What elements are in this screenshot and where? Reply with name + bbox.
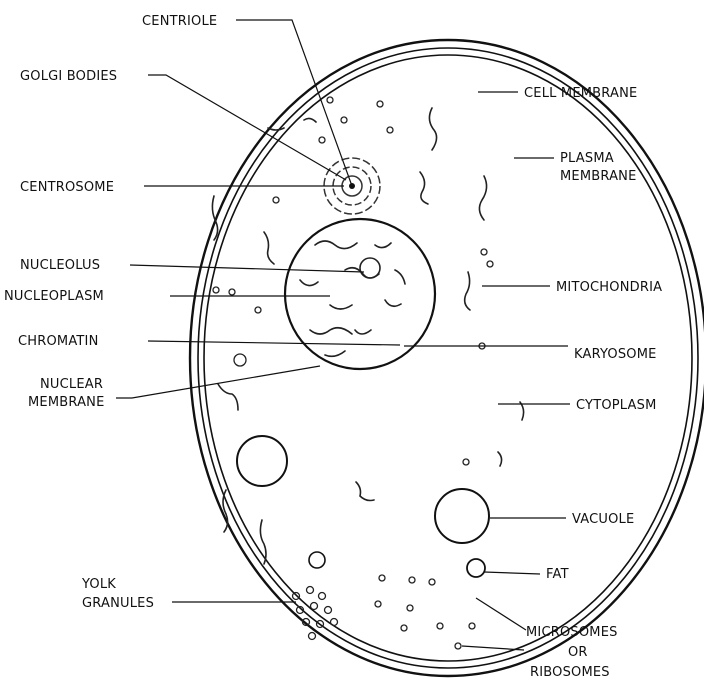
golgi-bodies-leader <box>148 75 346 180</box>
vacuole-right <box>435 489 489 543</box>
granule <box>377 101 383 107</box>
mitochondrion <box>218 384 238 410</box>
label-nucleoplasm: NUCLEOPLASM <box>4 289 104 304</box>
fat-leader <box>484 572 540 574</box>
label-golgi-bodies: GOLGI BODIES <box>20 69 117 84</box>
granule <box>341 117 347 123</box>
label-nuclear-line2: MEMBRANE <box>28 395 105 410</box>
label-fat: FAT <box>546 567 569 582</box>
fat-droplet <box>467 559 485 577</box>
granule <box>319 137 325 143</box>
nucleolus <box>360 258 380 278</box>
yolk-granule <box>319 593 326 600</box>
label-yolk-line1: YOLK <box>81 577 116 592</box>
granule <box>481 249 487 255</box>
granule <box>487 261 493 267</box>
chromatin-strands <box>300 241 405 356</box>
granule <box>407 605 413 611</box>
label-plasma-line1: PLASMA <box>560 151 614 166</box>
mitochondrion <box>429 108 436 150</box>
granule <box>327 97 333 103</box>
label-cytoplasm: CYTOPLASM <box>576 398 657 413</box>
leader-lines <box>116 20 570 650</box>
mitochondrion <box>420 172 428 204</box>
granule <box>429 579 435 585</box>
label-centriole: CENTRIOLE <box>142 14 217 29</box>
label-nucleolus: NUCLEOLUS <box>20 258 100 273</box>
granule <box>387 127 393 133</box>
label-chromatin: CHROMATIN <box>18 334 99 349</box>
mitochondrion <box>479 176 486 220</box>
mitochondrion <box>223 490 228 532</box>
label-karyosome: KARYOSOME <box>574 347 657 362</box>
label-vacuole: VACUOLE <box>572 512 634 527</box>
mitochondrion <box>260 520 266 564</box>
label-microsomes-line3: RIBOSOMES <box>530 665 610 680</box>
granules <box>213 97 493 649</box>
granule <box>469 623 475 629</box>
vacuole-small <box>309 552 325 568</box>
label-plasma-line2: MEMBRANE <box>560 169 637 184</box>
granule <box>437 623 443 629</box>
mitochondria <box>212 108 523 564</box>
vacuole-left <box>237 436 287 486</box>
label-microsomes-line1: MICROSOMES <box>526 625 618 640</box>
granule <box>401 625 407 631</box>
mitochondrion <box>498 402 524 466</box>
nucleolus-leader <box>130 265 364 272</box>
granule <box>273 197 279 203</box>
chromatin-leader <box>148 341 400 345</box>
granule <box>229 289 235 295</box>
granule <box>455 643 461 649</box>
labels: CENTRIOLE GOLGI BODIES CENTROSOME NUCLEO… <box>4 14 662 680</box>
granule <box>409 577 415 583</box>
nuclear-membrane-leader <box>116 366 320 398</box>
granule <box>379 575 385 581</box>
vacuoles <box>237 436 489 577</box>
label-nuclear-line1: NUCLEAR <box>40 377 103 392</box>
yolk-granule <box>325 607 332 614</box>
microsomes-leader <box>476 598 526 630</box>
yolk-granule <box>311 603 318 610</box>
yolk-granule <box>331 619 338 626</box>
granule <box>213 287 219 293</box>
granule <box>255 307 261 313</box>
microsomes-leader-2 <box>462 646 524 650</box>
yolk-granule <box>309 633 316 640</box>
granule <box>375 601 381 607</box>
mitochondrion <box>356 482 374 501</box>
label-cell-membrane: CELL MEMBRANE <box>524 86 637 101</box>
label-mitochondria: MITOCHONDRIA <box>556 280 662 295</box>
granule <box>234 354 246 366</box>
granule <box>463 459 469 465</box>
label-yolk-line2: GRANULES <box>82 596 154 611</box>
label-centrosome: CENTROSOME <box>20 180 114 195</box>
yolk-granule <box>307 587 314 594</box>
label-microsomes-line2: OR <box>568 645 588 660</box>
mitochondrion <box>264 232 274 264</box>
mitochondrion <box>465 272 470 310</box>
